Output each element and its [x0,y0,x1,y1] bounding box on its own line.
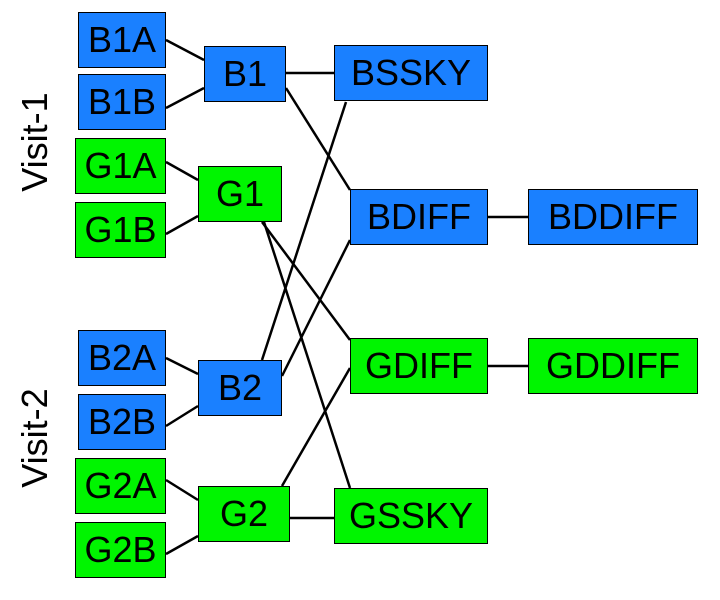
node-b1a: B1A [78,12,166,68]
edge-b2-bssky [260,101,348,361]
node-gdiff: GDIFF [350,338,488,394]
node-g2a: G2A [75,458,166,514]
edge-g1a-g1 [165,160,199,182]
edge-g1-gssky [262,221,352,489]
edge-g2-gdiff [280,367,352,487]
edge-b1a-b1 [165,38,205,62]
node-g1: G1 [198,166,282,222]
edge-b2b-b2 [165,404,199,428]
edge-g2a-g2 [165,478,199,502]
edge-g1-gdiff [260,221,352,341]
visit-2-label: Visit-2 [14,388,55,488]
node-b1b: B1B [78,74,166,130]
edge-b2-bdiff [280,239,352,377]
visit-1-label: Visit-1 [14,92,55,192]
edge-b1b-b1 [165,86,205,110]
node-b1: B1 [204,46,286,102]
edge-b1-bdiff [284,87,352,191]
node-g2b: G2B [75,522,166,578]
node-bssky: BSSKY [334,45,488,101]
node-bdiff: BDIFF [350,189,488,245]
node-b2a: B2A [78,330,166,386]
node-bddiff: BDDIFF [528,189,698,245]
node-gddiff: GDDIFF [528,338,698,394]
edge-g1b-g1 [165,214,199,236]
node-g1a: G1A [75,138,166,194]
node-g2: G2 [198,486,290,542]
node-g1b: G1B [75,202,166,258]
node-b2: B2 [198,360,282,416]
edge-g2b-g2 [165,534,199,556]
node-b2b: B2B [78,394,166,450]
edge-b2a-b2 [165,356,199,376]
node-gssky: GSSKY [334,488,488,544]
